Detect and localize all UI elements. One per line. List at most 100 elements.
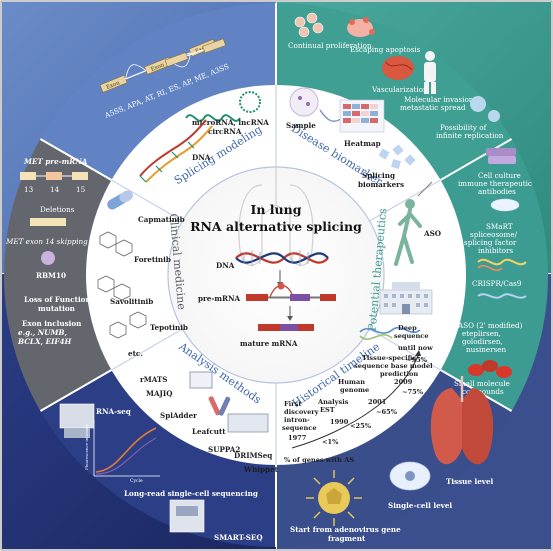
tool-suppa2: SUPPA2	[208, 445, 240, 454]
analysis-outer: RNA-seq Fluorescence intensity Cycle Lon…	[59, 403, 263, 542]
mature-mrna-strand-icon	[258, 324, 314, 331]
tool-spladder: SplAdder	[160, 411, 197, 420]
smart-seq-label: SMART-SEQ	[214, 533, 263, 542]
timeline-inner: First discovery intron- sequence 1977 <1…	[282, 324, 433, 464]
replication-icon	[470, 96, 500, 122]
drug-capmatinib: Capmatinib	[138, 215, 185, 224]
lung-outline-icon	[238, 168, 314, 266]
exon-label-1: Exon	[106, 80, 122, 91]
biomarker-crystals-icon	[378, 144, 416, 169]
circ-rna-icon	[239, 91, 261, 113]
met-pre-mrna: MET pre-mRNA	[23, 157, 88, 166]
deep-sequence: Deep sequence until now	[394, 324, 433, 352]
year-2001: 2001	[368, 398, 386, 406]
first-discovery: First discovery intron- sequence	[282, 400, 321, 432]
walking-person-icon	[394, 181, 433, 266]
pct-75: ~75%	[402, 388, 424, 396]
dna-strand-icon	[139, 119, 213, 183]
tool-leafcutt: Leafcutt	[192, 427, 226, 436]
crispr-icon	[477, 258, 527, 272]
loss-of-function: Loss of Function mutation	[24, 295, 93, 313]
lungs-icon	[430, 376, 494, 465]
disease-sample-label: Sample	[286, 121, 316, 130]
small-molecule-icon	[468, 360, 512, 378]
center-disc	[167, 166, 385, 384]
long-read-label: Long-read single-cell sequencing	[124, 489, 258, 498]
molecule-tepotinib-icon	[109, 311, 147, 339]
year-1977: 1977	[288, 434, 307, 442]
rna-seq-machine-icon	[59, 403, 95, 438]
year-2009: 2009	[394, 378, 413, 386]
exon-chain-icon-2	[164, 38, 227, 67]
tissue-level: Tissue level	[446, 477, 494, 486]
dna-helix-icon	[235, 250, 329, 266]
escaping-apoptosis: Escaping apoptosis	[350, 45, 421, 54]
splicing-dna-label: DNA	[192, 153, 211, 162]
center-dna-label: DNA	[216, 261, 235, 270]
met-exons-icon	[20, 172, 88, 180]
hospital-icon	[379, 282, 433, 315]
rbm10: RBM10	[36, 271, 66, 280]
cell-cluster-icon	[294, 12, 324, 38]
year-1990: 1990	[330, 418, 349, 426]
analysis-inner: rMATS MAJIQ SplAdder Leafcutt SUPPA2 DRI…	[140, 371, 279, 474]
tool-majiq: MAJIQ	[146, 389, 173, 398]
center-mature-mrna-label: mature mRNA	[240, 339, 298, 348]
center-pre-mrna-label: pre-mRNA	[198, 294, 241, 303]
pct-65: ~65%	[376, 408, 398, 416]
aso-molecule-icon	[477, 293, 527, 299]
exon-label-2: Exon	[150, 62, 166, 73]
exon-inclusion: Exon inclusion e.g., NUMB, BCLX, EIF4H	[17, 319, 84, 346]
smart-seq-machine-icon	[169, 499, 205, 533]
therapeutics-inner: ASO	[359, 181, 441, 340]
therapeutics-outer: Cell culture immune therapeutic antibodi…	[454, 148, 534, 396]
disease-outer: Continual proliferation Escaping apoptos…	[288, 12, 504, 140]
timeline-outer: Tissue level Single-cell level Start fro…	[290, 376, 494, 543]
cycle-axis: Cycle	[130, 478, 143, 484]
vascular-icon	[382, 56, 414, 80]
center-title-1: In lung	[251, 202, 302, 217]
drug-foretinib: Foretinib	[134, 255, 171, 264]
disease-inner: Sample Heatmap Splicing biomarkers	[286, 87, 416, 189]
cell-culture: Cell culture immune therapeutic antibodi…	[458, 171, 534, 196]
pct-lt1: <1%	[322, 438, 339, 446]
antibody-dna-icon	[359, 326, 421, 340]
capsule-icon	[107, 190, 133, 210]
rbm10-protein-icon	[41, 251, 55, 265]
aso-label: ASO	[423, 229, 441, 238]
rna-types-line1: microRNA, lncRNA	[192, 118, 269, 127]
vascularization: Vascularization	[371, 85, 428, 94]
infinite-replication: Possibility of infinite replication	[436, 123, 504, 140]
clinical-outer: MET pre-mRNA 13 14 15 Deletions MET exon…	[5, 157, 93, 346]
adenovirus-icon	[306, 470, 362, 526]
met-skipped-icon	[30, 218, 66, 226]
clinical-inner: Capmatinib Foretinib Savolitinib Tepotin…	[97, 190, 188, 358]
rna-strand-icon	[185, 114, 241, 122]
fluorescence-plot: Fluorescence intensity Cycle	[84, 420, 160, 484]
single-cell-level: Single-cell level	[388, 501, 452, 510]
molecule-savolitinib-icon	[97, 275, 131, 301]
analysis-est: Analysis EST	[317, 398, 351, 414]
fluorescence-axis: Fluorescence intensity	[84, 423, 89, 470]
single-cell-icon	[389, 461, 431, 491]
pre-mrna-strand-icon	[246, 282, 336, 301]
sequencer-icon	[227, 413, 269, 433]
tool-rmats: rMATS	[140, 375, 167, 384]
drug-tepotinib: Tepotinib	[150, 323, 188, 332]
chromosome-icon	[208, 396, 231, 416]
crispr-cas9: CRISPR/Cas9	[472, 279, 522, 288]
human-body-icon	[424, 51, 436, 94]
molecular-invasion: Molecular invasion metastatic spread	[400, 95, 476, 112]
monitor-icon	[189, 371, 213, 389]
sample-dish-icon	[289, 87, 319, 117]
continual-proliferation: Continual proliferation	[288, 41, 372, 50]
drug-etc: etc.	[128, 349, 143, 358]
cell-culture-icon	[486, 148, 516, 164]
splicing-inner: microRNA, lncRNA circRNA DNA	[139, 91, 269, 183]
drug-savolitinib: Savolitinib	[110, 297, 153, 306]
rna-types-line2: circRNA	[208, 127, 242, 136]
small-molecule: Small molecule compounds	[454, 379, 512, 396]
aso-modified: ASO (2' modified) eteplirsen, golodirsen…	[457, 321, 525, 354]
tool-whippet: Whippet	[243, 465, 279, 474]
